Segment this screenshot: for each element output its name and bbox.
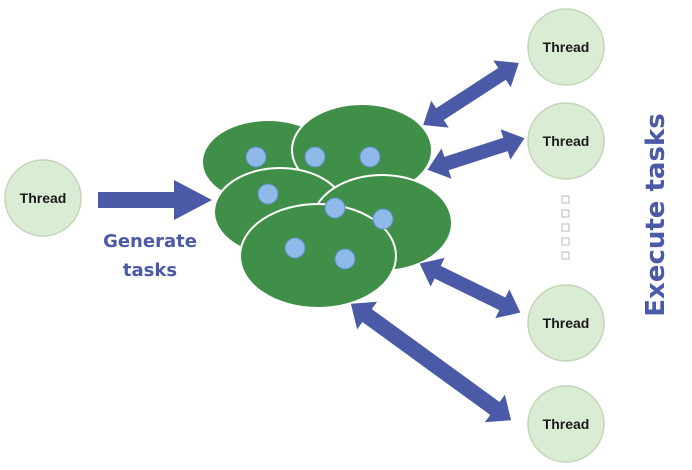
task-dot: [304, 146, 326, 168]
producer-thread-label: Thread: [20, 190, 67, 206]
generate-tasks-label-line2: tasks: [123, 260, 177, 281]
worker-thread-node: [527, 284, 605, 362]
task-items: [245, 146, 394, 270]
task-dot: [359, 146, 381, 168]
worker-thread-label: Thread: [543, 133, 590, 149]
double-arrow-4: [350, 301, 512, 423]
worker-thread-node: [527, 8, 605, 86]
worker-thread-node: [527, 102, 605, 180]
producer-thread-node: [4, 159, 82, 237]
generate-tasks-label-line1: Generate: [103, 231, 197, 252]
double-arrow-1: [423, 60, 519, 128]
task-dot: [284, 237, 306, 259]
worker-thread-label: Thread: [543, 39, 590, 55]
ellipsis-dot: [561, 223, 570, 232]
task-dot: [372, 208, 394, 230]
worker-thread-label: Thread: [543, 416, 590, 432]
worker-thread-label: Thread: [543, 315, 590, 331]
execute-tasks-label: Execute tasks: [641, 113, 671, 316]
ellipsis-dot: [561, 209, 570, 218]
more-threads-ellipsis: [561, 195, 570, 260]
task-dot: [324, 197, 346, 219]
ellipsis-dot: [561, 237, 570, 246]
ellipsis-dot: [561, 251, 570, 260]
exchange-arrows: [350, 60, 525, 423]
worker-thread-node: [527, 385, 605, 463]
double-arrow-2: [427, 129, 525, 179]
worker-threads: Thread Thread Thread Thread: [527, 8, 605, 463]
task-pool-blob: [239, 203, 397, 309]
task-dot: [257, 183, 279, 205]
producer-thread: Thread: [4, 159, 82, 237]
task-dot: [334, 248, 356, 270]
generate-arrow: [98, 180, 212, 220]
ellipsis-dot: [561, 195, 570, 204]
double-arrow-3: [419, 257, 521, 319]
task-pool: [201, 103, 453, 309]
task-dot: [245, 146, 267, 168]
